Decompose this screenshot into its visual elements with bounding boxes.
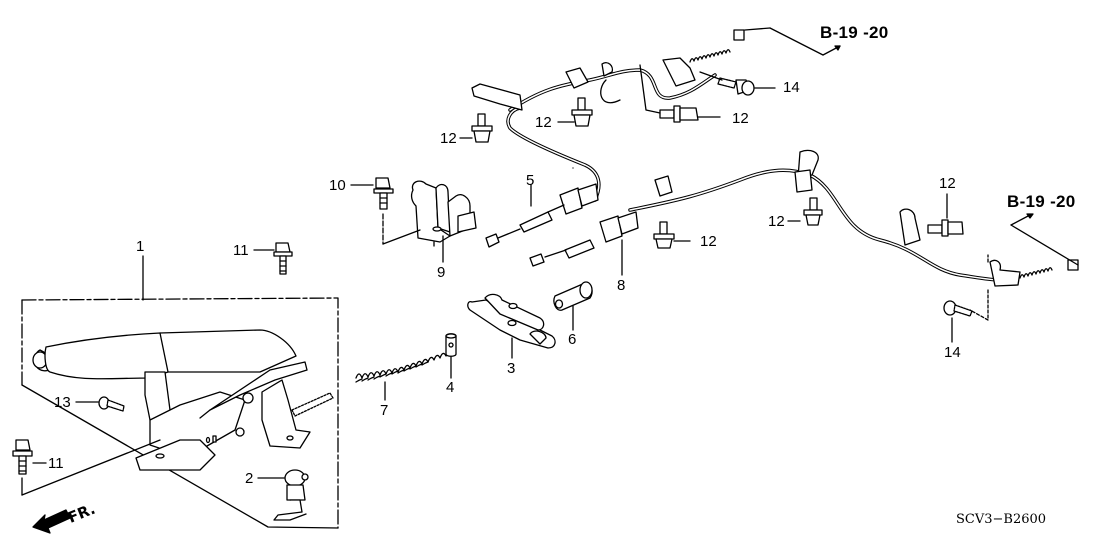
- callout-12-f: 12: [939, 175, 956, 192]
- callout-11-a: 11: [233, 242, 249, 259]
- leader-lines: [433, 167, 574, 247]
- spring-part-7: [355, 352, 447, 401]
- callout-10: 10: [329, 177, 346, 194]
- front-direction-arrow-icon: [32, 509, 71, 534]
- cable-part-8: [529, 168, 1002, 282]
- callout-4: 4: [446, 379, 455, 396]
- upper-cable-harness: [471, 27, 771, 112]
- callout-14-b: 14: [944, 344, 961, 361]
- reference-label-right[interactable]: B-19 -20: [1007, 192, 1076, 211]
- cable-part-5: [485, 106, 601, 248]
- callout-12-d: 12: [700, 233, 717, 250]
- bracket-part-9: [410, 180, 477, 263]
- diagram-code: SCV3−B2600: [956, 512, 1047, 527]
- callout-5: 5: [526, 172, 535, 189]
- callout-9: 9: [437, 264, 446, 281]
- bolt-part-12-e: [787, 197, 823, 226]
- callout-7: 7: [380, 402, 389, 419]
- bolt-part-12-b: [557, 97, 593, 127]
- callout-1: 1: [136, 238, 145, 255]
- bolt-part-12-a: [459, 113, 493, 143]
- bolt-part-11-b: [12, 439, 161, 496]
- bolt-part-14-a: [699, 71, 776, 96]
- callout-13: 13: [54, 394, 71, 411]
- clamp-part-3: [467, 293, 556, 359]
- bolt-part-12-c: [639, 64, 721, 123]
- callout-11-b: 11: [48, 455, 64, 472]
- switch-part-2: [257, 469, 309, 521]
- reference-arrow-right: [1010, 213, 1079, 266]
- assembly-box-part-1: [21, 255, 339, 529]
- reference-arrow-top: [769, 27, 841, 56]
- bolt-part-11-a: [253, 242, 293, 275]
- callout-14-a: 14: [783, 79, 800, 96]
- callout-8: 8: [617, 277, 626, 294]
- cable-brackets: [654, 149, 819, 197]
- clip-part-4: [445, 333, 457, 379]
- bolt-part-10: [350, 177, 421, 245]
- callout-2: 2: [245, 470, 254, 487]
- callout-6: 6: [568, 331, 577, 348]
- bolt-part-12-f: [927, 193, 964, 237]
- callout-12-c: 12: [732, 110, 749, 127]
- bolt-part-14-b: [943, 300, 973, 343]
- callout-12-e: 12: [768, 213, 785, 230]
- callout-3: 3: [507, 360, 516, 377]
- callout-12-a: 12: [440, 130, 457, 147]
- parking-brake-lever-part-1: [32, 329, 334, 471]
- reference-label-top[interactable]: B-19 -20: [820, 23, 889, 42]
- sleeve-part-6: [553, 281, 593, 331]
- bolt-part-12-d: [653, 221, 691, 249]
- bolt-part-13: [75, 396, 125, 412]
- right-cable-end-fitting: [899, 208, 1079, 321]
- callout-12-b: 12: [535, 114, 552, 131]
